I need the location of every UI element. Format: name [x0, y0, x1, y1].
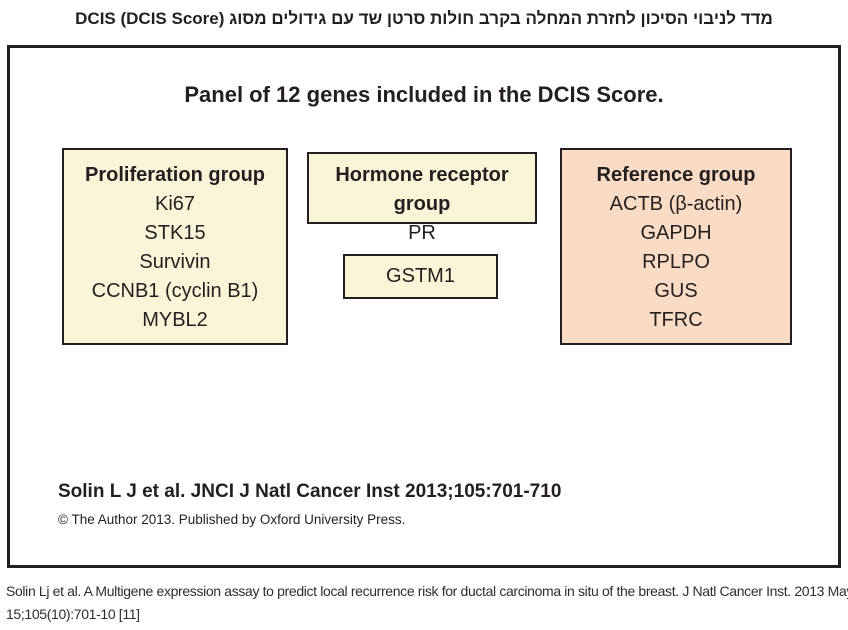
group-header: Proliferation group — [85, 164, 265, 186]
gene-item: PR — [408, 222, 436, 244]
citation: Solin L J et al. JNCI J Natl Cancer Inst… — [58, 481, 562, 502]
gene-item: RPLPO — [642, 251, 710, 273]
group-header: Reference group — [596, 164, 756, 186]
gene-item: ACTB (β-actin) — [609, 193, 743, 215]
gene-item: MYBL2 — [142, 309, 208, 331]
reference-group-box: Reference group ACTB (β-actin) GAPDH RPL… — [560, 148, 792, 345]
proliferation-group-box: Proliferation group Ki67 STK15 Survivin … — [62, 148, 288, 345]
gene-item: Survivin — [139, 251, 211, 273]
reference-footnote: Solin Lj et al. A Multigene expression a… — [6, 580, 848, 626]
gene-item: CCNB1 (cyclin B1) — [91, 280, 259, 302]
gene-item: STK15 — [144, 222, 206, 244]
hormone-receptor-group-box: Hormone receptor group PR — [307, 152, 537, 244]
reference-footnote-line1: Solin Lj et al. A Multigene expression a… — [6, 583, 848, 599]
gstm1-box: GSTM1 — [343, 254, 498, 299]
hebrew-caption: מדד לניבוי הסיכון לחזרת המחלה בקרב חולות… — [75, 9, 773, 28]
figure-title: Panel of 12 genes included in the DCIS S… — [184, 82, 664, 107]
reference-footnote-line2: 15;105(10):701-10 [11] — [6, 606, 140, 622]
group-header: Hormone receptor group — [335, 164, 509, 215]
copyright-notice: © The Author 2013. Published by Oxford U… — [58, 512, 406, 527]
figure-frame: Panel of 12 genes included in the DCIS S… — [7, 45, 841, 568]
gene-item: GAPDH — [640, 222, 712, 244]
gene-item: TFRC — [649, 309, 703, 331]
gene-item: Ki67 — [154, 193, 196, 215]
gene-item: GUS — [654, 280, 698, 302]
